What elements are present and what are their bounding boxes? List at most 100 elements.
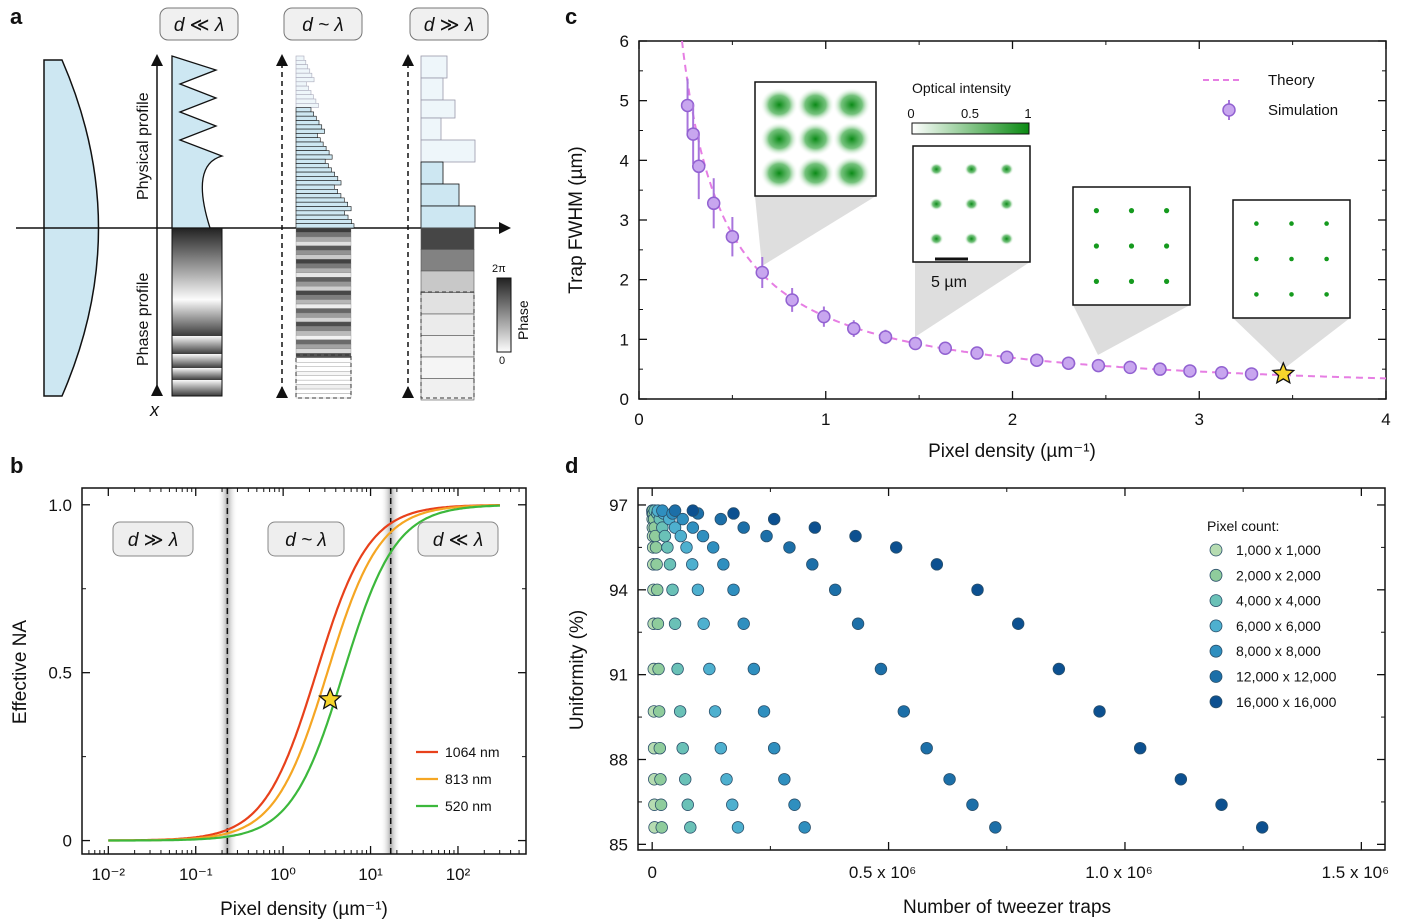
b-regime-label-3: d ≪ λ xyxy=(417,521,499,557)
b-ytick-label: 1.0 xyxy=(48,496,72,515)
sim-point xyxy=(680,98,695,113)
svg-text:d ~ λ: d ~ λ xyxy=(302,15,344,36)
trap-spot xyxy=(929,232,944,246)
sim-point xyxy=(785,293,799,307)
fine-phase-pixel xyxy=(295,308,352,314)
svg-text:0: 0 xyxy=(499,355,505,367)
continuous-profile xyxy=(171,55,225,397)
sim-point xyxy=(847,321,861,336)
c-ytick-label: 6 xyxy=(620,32,629,51)
d-legend-label: 8,000 x 8,000 xyxy=(1236,643,1321,659)
uniformity-point xyxy=(783,541,796,554)
phase-colorbar: 2π 0 Phase xyxy=(492,263,531,367)
c-ylabel: Trap FWHM (µm) xyxy=(566,146,587,293)
regime-label-3: d ≫ λ xyxy=(409,7,489,41)
fine-phase-pixel xyxy=(295,290,352,296)
uniformity-point xyxy=(697,617,710,630)
fine-phase-pixel xyxy=(295,277,352,282)
fine-phase-pixel xyxy=(295,366,352,372)
trap-spot xyxy=(999,232,1014,246)
fine-pixel xyxy=(295,150,330,156)
trap-spot xyxy=(832,87,871,122)
fine-phase-pixel xyxy=(295,286,352,291)
fine-pixel xyxy=(295,107,312,113)
sim-point xyxy=(817,309,831,324)
sim-point xyxy=(1214,365,1229,380)
sim-point xyxy=(706,196,721,211)
uniformity-point xyxy=(651,583,664,597)
fine-phase-pixel xyxy=(295,294,352,300)
trap-spot xyxy=(1324,221,1329,226)
b-regime-label-2: d ~ λ xyxy=(267,521,345,557)
svg-text:Optical intensity: Optical intensity xyxy=(912,80,1011,96)
fine-pixel xyxy=(295,197,345,203)
d-legend-marker xyxy=(1209,670,1223,683)
fine-phase-pixel xyxy=(295,303,352,309)
uniformity-point xyxy=(661,541,674,554)
uniformity-point xyxy=(966,798,979,811)
fine-pixel xyxy=(295,98,317,104)
trap-spot xyxy=(1093,243,1099,249)
fine-phase-pixel xyxy=(295,348,352,354)
uniformity-point xyxy=(778,773,791,786)
coarse-phase-pixel xyxy=(420,356,475,379)
uniformity-point xyxy=(1052,662,1066,676)
uniformity-point xyxy=(747,662,761,676)
sim-point xyxy=(970,346,984,360)
fine-pixel xyxy=(295,154,333,160)
fine-pixel xyxy=(295,163,329,169)
scale-bar-label: 5 µm xyxy=(931,274,967,291)
inset-callouts xyxy=(755,196,1350,368)
d-legend-label: 2,000 x 2,000 xyxy=(1236,567,1321,583)
fine-phase-pixel xyxy=(295,326,352,332)
panel-b-letter: b xyxy=(10,453,23,478)
uniformity-point xyxy=(686,558,699,571)
sim-point xyxy=(1030,353,1044,367)
c-ytick-label: 0 xyxy=(620,390,629,409)
sim-point xyxy=(1123,360,1137,375)
trap-spot xyxy=(1289,221,1294,226)
fine-phase-pixel xyxy=(295,227,352,233)
fine-pixel xyxy=(295,206,352,212)
d-ytick-label: 91 xyxy=(609,666,628,685)
coarse-phase-dashed xyxy=(420,291,475,399)
trap-spot xyxy=(832,156,871,191)
d-legend-label: 1,000 x 1,000 xyxy=(1236,542,1321,558)
uniformity-point xyxy=(788,798,801,811)
b-xtick-label: 10⁻² xyxy=(92,865,126,884)
d-ytick-label: 94 xyxy=(609,581,628,600)
uniformity-point xyxy=(674,529,687,543)
trap-spot xyxy=(832,121,871,157)
b-xlabel: Pixel density (µm⁻¹) xyxy=(220,899,388,920)
c-xtick-label: 2 xyxy=(1008,410,1017,429)
d-ytick-label: 88 xyxy=(609,751,628,770)
uniformity-point xyxy=(655,821,668,834)
svg-text:d ≪ λ: d ≪ λ xyxy=(174,15,224,36)
uniformity-point xyxy=(731,821,745,834)
sim-point xyxy=(725,229,740,244)
coarse-pixel xyxy=(420,117,442,141)
uniformity-point xyxy=(767,512,781,526)
trap-spot xyxy=(1324,256,1329,262)
d-legend-label: 4,000 x 4,000 xyxy=(1236,593,1321,609)
fine-pixel xyxy=(295,120,320,126)
uniformity-point xyxy=(930,558,944,571)
trap-spot xyxy=(760,87,799,122)
trap-spot xyxy=(1164,243,1170,249)
uniformity-point xyxy=(1215,798,1228,811)
c-xtick-label: 3 xyxy=(1195,410,1204,429)
fine-pixel xyxy=(295,201,348,207)
fine-pixel xyxy=(295,68,311,74)
svg-text:1064 nm: 1064 nm xyxy=(445,744,499,760)
uniformity-point xyxy=(708,705,722,718)
d-ytick-label: 97 xyxy=(609,496,628,515)
fine-pixel xyxy=(295,77,315,83)
uniformity-point xyxy=(1174,773,1188,786)
uniformity-point xyxy=(828,583,842,597)
fine-phase-pixel xyxy=(295,379,352,385)
uniformity-point xyxy=(737,617,750,630)
fine-pixel xyxy=(295,94,314,100)
